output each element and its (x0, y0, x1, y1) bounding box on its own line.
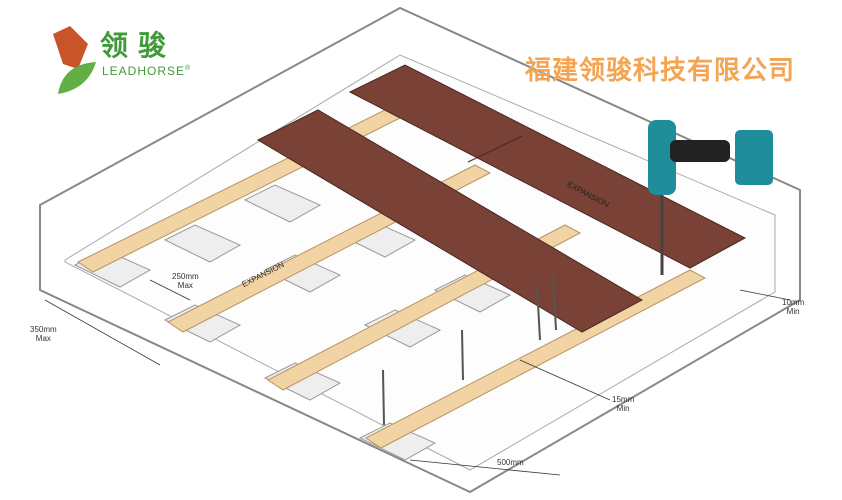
drill-icon (648, 120, 773, 275)
horse-leaf-logo-icon (53, 26, 96, 94)
edge-gap-qualifier: Max (35, 334, 51, 343)
edge-gap-value: 350mm (30, 325, 57, 334)
logo-name-cn: 领骏 (100, 30, 177, 61)
logo-name-en: LEADHORSE® (102, 64, 191, 78)
joist-gap-qualifier: Max (177, 281, 193, 290)
leadhorse-logo: 领骏 LEADHORSE® (48, 24, 208, 96)
end-gap-value: 15mm (612, 395, 635, 404)
screws (382, 274, 557, 426)
wall-gap-value: 10mm (782, 298, 805, 307)
joist-spacing-label: 500mm (497, 458, 524, 467)
room-floor (64, 54, 776, 471)
registered-mark: ® (185, 65, 192, 72)
logo-name-en-text: LEADHORSE (102, 64, 186, 78)
dimension-lines (44, 279, 791, 476)
deck-board (348, 64, 747, 269)
board-joint (467, 135, 523, 163)
deck-board (256, 109, 644, 333)
wall-gap-qualifier: Min (786, 307, 800, 316)
deck-boards (256, 64, 747, 333)
end-gap-qualifier: Min (616, 404, 630, 413)
company-name: 福建领骏科技有限公司 (525, 55, 796, 85)
joist-gap-value: 250mm (172, 272, 199, 281)
